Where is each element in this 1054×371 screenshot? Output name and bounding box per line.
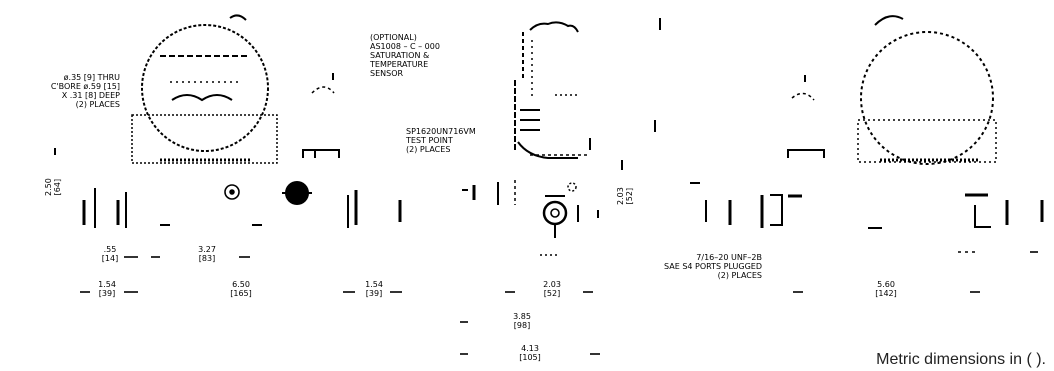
right-top-view (654, 15, 997, 165)
center-front-view (462, 180, 599, 256)
bolt-hole-callout: ø.35 [9] THRU C'BORE ø.59 [15] X .31 [8]… (50, 73, 120, 109)
small-fitting-top (302, 73, 340, 158)
metric-footnote: Metric dimensions in ( ). (876, 351, 1046, 368)
dimension-lines (80, 251, 1038, 355)
center-side-view (514, 18, 661, 170)
dimension-width-3-27: 3.27 [83] (198, 245, 216, 263)
left-front-view (82, 181, 402, 228)
dimension-height-2-50: 2.50 [64] (44, 178, 62, 196)
test-point-callout: SP1620UN716VM TEST POINT (2) PLACES (406, 127, 476, 154)
dimension-width-2-03: 2.03 [52] (543, 280, 561, 298)
dimension-width-1-54-right: 1.54 [39] (365, 280, 383, 298)
dimension-width-4-13: 4.13 [105] (519, 344, 541, 362)
dimension-width-0-55: .55 [14] (101, 245, 119, 263)
sensor-callout: (OPTIONAL) AS1008 – C – 000 SATURATION &… (370, 33, 440, 78)
dimension-width-6-50: 6.50 [165] (230, 280, 252, 298)
left-top-view (131, 14, 278, 164)
dimension-width-3-85: 3.85 [98] (513, 312, 531, 330)
right-front-view (690, 182, 1044, 253)
dimension-width-1-54-left: 1.54 [39] (98, 280, 116, 298)
dimension-height-2-03: 2.03 [52] (616, 187, 634, 205)
ports-callout: 7/16–20 UNF–2B SAE S4 PORTS PLUGGED (2) … (664, 253, 762, 280)
dimension-width-5-60: 5.60 [142] (875, 280, 897, 298)
